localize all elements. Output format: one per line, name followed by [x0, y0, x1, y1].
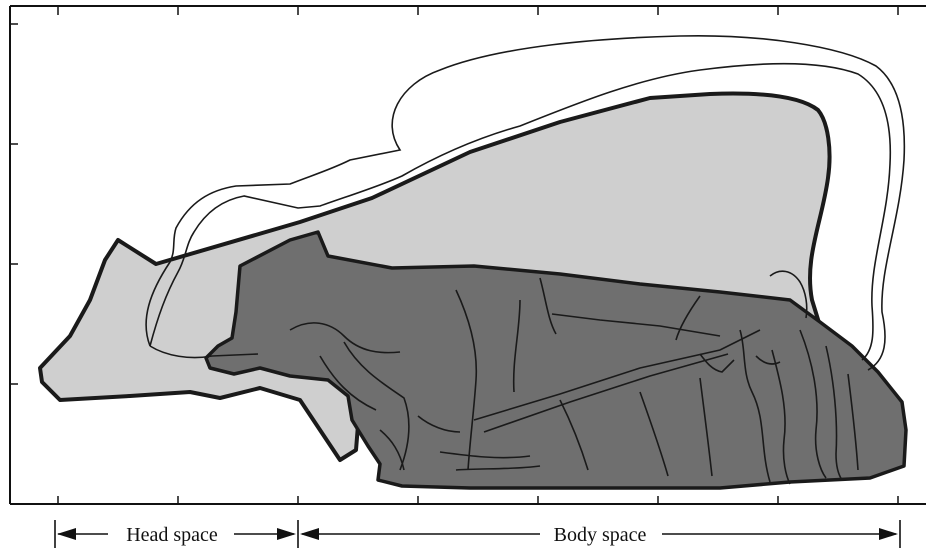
head-space-label: Head space	[126, 524, 218, 546]
body-space-label: Body space	[554, 524, 647, 546]
left-ticks	[10, 24, 18, 384]
top-ticks	[58, 6, 898, 15]
bottom-ticks	[58, 496, 898, 504]
